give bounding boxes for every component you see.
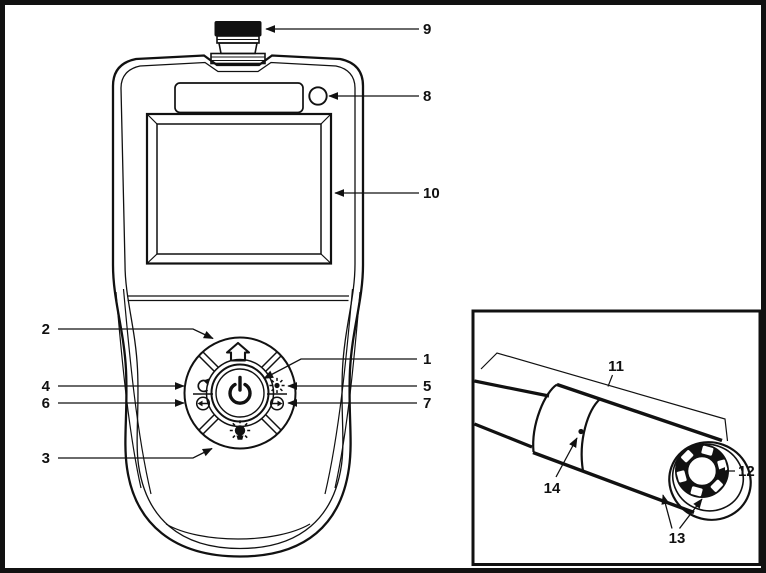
camera-head-top [556,382,723,443]
leader-line-2 [58,328,214,340]
display-screen [145,112,333,265]
device-inner-outline [120,61,356,550]
grip-bottom-line [165,523,311,540]
grip-contour-line [334,291,361,489]
screen-bevel-lines [146,113,332,264]
device-outline [111,54,365,558]
leader-tick-11 [607,374,614,387]
connector-collar [210,52,266,65]
callout-number-9: 9 [423,21,431,38]
inset-panel: 11 12 13 14 [471,309,762,566]
probe-connector [210,21,266,65]
power-icon [228,375,252,405]
callouts-inset: 11 12 13 14 [480,352,755,547]
device-front-view [111,21,365,558]
arrow-right-circle-icon [269,396,285,411]
callouts-main: 9 8 10 2 4 6 3 1 5 7 [42,21,440,467]
leader-line-1 [263,358,417,380]
rotate-button [197,378,210,393]
brightness-button [269,377,285,394]
rotate-ccw-icon [197,378,210,393]
power-button-inner [215,368,265,418]
callout-number-10: 10 [423,185,440,202]
callout-number-11: 11 [608,358,624,375]
camera-probe [473,379,752,521]
led-window [681,450,694,463]
grip-contour-line [122,288,152,495]
home-button [225,341,251,362]
callout-number-7: 7 [423,395,431,412]
probe-seam [580,398,601,472]
led-window [690,486,703,497]
screen-bezel [145,112,333,265]
left-arrow-button [195,396,211,411]
connector-cap [214,21,262,37]
leader-line-13a [661,494,673,529]
control-pad-dividers [198,351,282,435]
probe-sleeve-end [532,383,558,453]
callout-number-2: 2 [42,321,50,338]
speaker-panel [174,82,304,114]
bracket-line-11 [480,352,729,442]
tip-rim-outer [668,441,752,521]
callout-number-5: 5 [423,378,431,395]
power-button [210,363,270,423]
led-window [710,479,723,492]
led-window [701,445,714,456]
probe-alignment-dot [578,428,584,435]
control-pad [183,336,297,450]
callout-number-13: 13 [669,530,686,547]
callout-number-12: 12 [738,463,755,480]
leader-line-14 [555,437,578,478]
led-window [676,470,687,483]
grip-contour-line [115,291,142,489]
brightness-icon [269,377,285,394]
power-button-outer [210,363,270,423]
probe-cable [474,379,550,398]
callout-number-4: 4 [42,378,51,395]
home-icon [225,341,251,362]
lamp-button [229,420,251,440]
camera-lens [686,455,718,487]
leader-line-3 [58,447,213,459]
lamp-icon [229,420,251,440]
right-arrow-button [269,396,285,411]
callout-number-8: 8 [423,88,431,105]
arrow-left-circle-icon [195,396,211,411]
connector-neck [218,42,258,55]
led-indicator [308,86,328,106]
probe-cable [473,422,533,449]
leader-line-13b [678,498,703,529]
callout-number-3: 3 [42,450,50,467]
callout-number-6: 6 [42,395,50,412]
control-ring [183,336,297,450]
callout-number-14: 14 [544,480,561,497]
camera-tip-face [668,441,752,521]
grip-contour-line [324,288,354,495]
screen-surface [156,123,322,255]
callout-number-1: 1 [423,351,431,368]
